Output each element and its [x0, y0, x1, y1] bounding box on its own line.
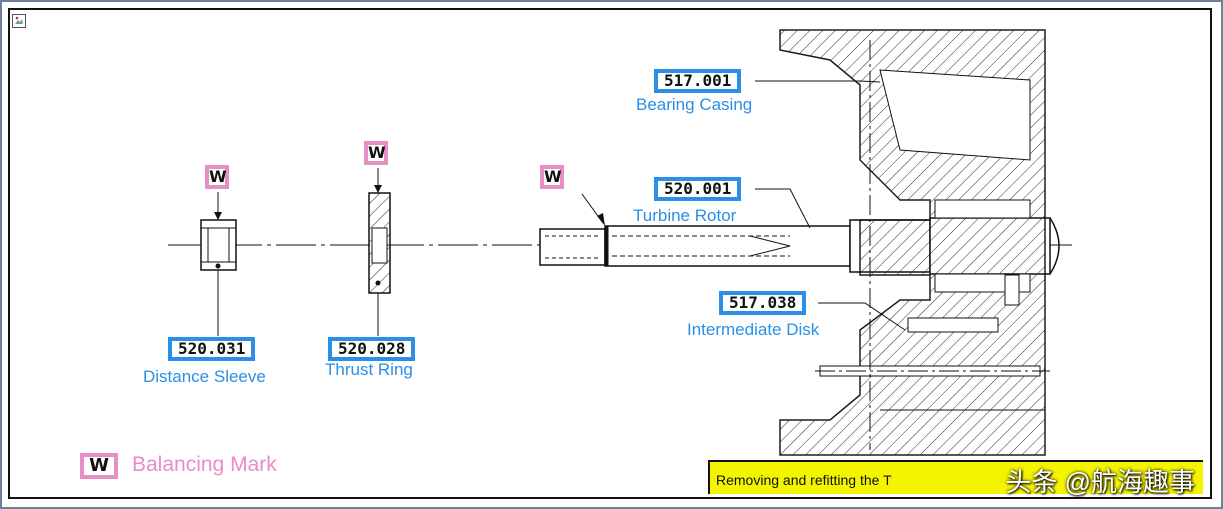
- part-number-thrust-ring: 520.028: [328, 337, 416, 361]
- caption-text: Removing and refitting the T: [716, 472, 892, 488]
- part-number-turbine-rotor: 520.001: [654, 177, 742, 201]
- leader-lines: [755, 80, 906, 331]
- distance-sleeve-drawing: [200, 192, 237, 336]
- part-number-intermediate-disk: 517.038: [719, 291, 807, 315]
- part-number-bearing-casing: 517.001: [654, 69, 742, 93]
- label-intermediate-disk: Intermediate Disk: [687, 320, 820, 339]
- balancing-mark-sleeve: W: [205, 165, 229, 189]
- legend-balancing-mark-label: Balancing Mark: [132, 453, 277, 476]
- thrust-ring-drawing: [368, 168, 391, 336]
- broken-image-icon: [12, 14, 26, 28]
- caption-banner: Removing and refitting the T 头条 @航海趣事: [708, 460, 1203, 497]
- legend-balancing-mark-symbol: W: [80, 453, 118, 479]
- balancing-mark-thrust-ring: W: [364, 141, 388, 165]
- balancing-mark-rotor: W: [540, 165, 564, 189]
- part-number-distance-sleeve: 520.031: [168, 337, 256, 361]
- label-bearing-casing: Bearing Casing: [636, 95, 753, 114]
- bearing-casing-drawing: [779, 29, 1050, 456]
- watermark: 头条 @航海趣事: [1005, 467, 1195, 497]
- label-turbine-rotor: Turbine Rotor: [633, 206, 737, 225]
- label-distance-sleeve: Distance Sleeve: [143, 367, 266, 386]
- label-thrust-ring: Thrust Ring: [325, 360, 413, 379]
